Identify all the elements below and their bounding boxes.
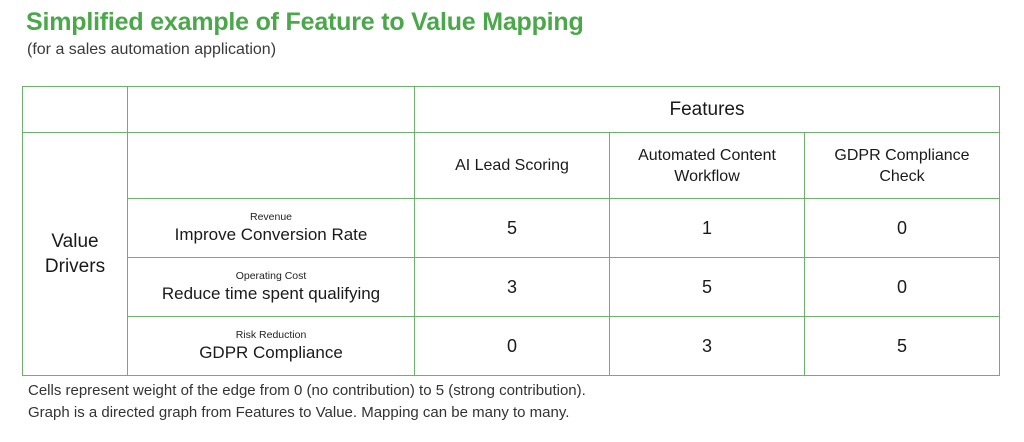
value-driver-kicker: Revenue — [249, 210, 293, 223]
feature-to-value-matrix: Features Value Drivers AI Lead Scoring A… — [22, 86, 1000, 376]
value-drivers-label-line1: Value — [51, 231, 99, 252]
score-cell: 5 — [414, 198, 610, 258]
value-driver-cell-operating-cost: Operating Cost Reduce time spent qualify… — [127, 257, 415, 317]
value-driver-cell-revenue: Revenue Improve Conversion Rate — [127, 198, 415, 258]
value-drivers-header: Value Drivers — [22, 132, 128, 376]
feature-header-line1: AI Lead Scoring — [455, 157, 569, 174]
value-driver-label: Improve Conversion Rate — [174, 224, 368, 244]
table-row: Revenue Improve Conversion Rate 5 1 0 — [23, 198, 1000, 258]
page-subtitle: (for a sales automation application) — [27, 41, 277, 58]
value-driver-cell-risk-reduction: Risk Reduction GDPR Compliance — [127, 316, 415, 376]
score-cell: 5 — [609, 257, 805, 317]
value-drivers-label-line2: Drivers — [44, 256, 106, 277]
table-row: Risk Reduction GDPR Compliance 0 3 5 — [23, 316, 1000, 376]
feature-header-line2: Check — [879, 167, 925, 185]
table-row-group-header: Features — [22, 86, 1000, 133]
corner-cell-top-left — [22, 86, 128, 133]
value-driver-kicker: Risk Reduction — [235, 328, 307, 341]
score-cell: 1 — [609, 198, 805, 258]
corner-cell-top-driver — [127, 86, 415, 133]
feature-header-line1: GDPR Compliance — [834, 146, 970, 164]
feature-header-line2: Workflow — [674, 167, 740, 185]
score-cell: 3 — [609, 316, 805, 376]
feature-column-header-ai-lead-scoring: AI Lead Scoring — [414, 132, 610, 199]
score-cell: 0 — [414, 316, 610, 376]
feature-column-header-gdpr-compliance-check: GDPR Compliance Check — [804, 132, 1000, 199]
value-driver-label: Reduce time spent qualifying — [161, 283, 381, 303]
corner-cell-driver-header — [127, 132, 415, 199]
value-driver-kicker: Operating Cost — [235, 269, 307, 282]
score-cell: 0 — [804, 198, 1000, 258]
score-cell: 3 — [414, 257, 610, 317]
feature-header-line1: Automated Content — [638, 146, 776, 164]
table-row-column-headers: Value Drivers AI Lead Scoring Automated … — [22, 132, 1000, 376]
features-group-header: Features — [414, 86, 1000, 133]
score-cell: 0 — [804, 257, 1000, 317]
score-cell: 5 — [804, 316, 1000, 376]
footnote-line-1: Cells represent weight of the edge from … — [28, 382, 586, 399]
page-title: Simplified example of Feature to Value M… — [26, 8, 584, 36]
feature-column-header-automated-content-workflow: Automated Content Workflow — [609, 132, 805, 199]
table-row: Operating Cost Reduce time spent qualify… — [23, 257, 1000, 317]
value-driver-label: GDPR Compliance — [199, 342, 343, 362]
footnote-line-2: Graph is a directed graph from Features … — [28, 404, 570, 421]
footnote: Cells represent weight of the edge from … — [28, 380, 586, 424]
